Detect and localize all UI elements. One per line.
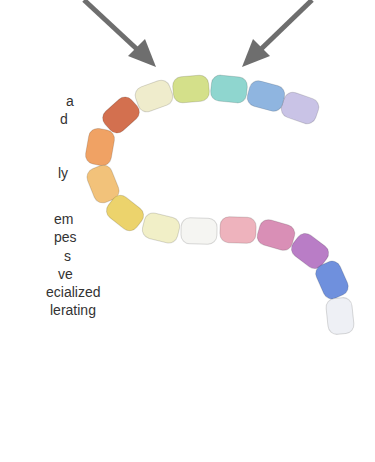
text-fragment: ecialized (46, 283, 100, 301)
segment (255, 218, 297, 253)
segment (325, 297, 355, 336)
arrow-shaft (84, 0, 140, 52)
arrow-head (128, 39, 156, 67)
segment (210, 74, 249, 104)
text-fragment: em (54, 210, 73, 228)
text-fragment: lerating (50, 301, 96, 319)
pointer-arrows (84, 0, 312, 67)
text-fragment: s (64, 247, 71, 265)
segment (245, 79, 287, 113)
text-fragment: a (66, 92, 74, 110)
segment (181, 218, 217, 245)
text-fragment: ve (58, 265, 73, 283)
arrow-head (242, 39, 270, 67)
text-fragment: pes (54, 228, 77, 246)
text-fragment: d (60, 110, 68, 128)
segment (103, 192, 147, 235)
segment (84, 127, 116, 167)
arrow-shaft (258, 0, 312, 52)
segment (172, 74, 210, 103)
segment (313, 258, 351, 301)
text-fragment: ly (58, 164, 68, 182)
chain-segments (84, 74, 355, 335)
segment (140, 211, 181, 245)
segment (220, 216, 257, 243)
